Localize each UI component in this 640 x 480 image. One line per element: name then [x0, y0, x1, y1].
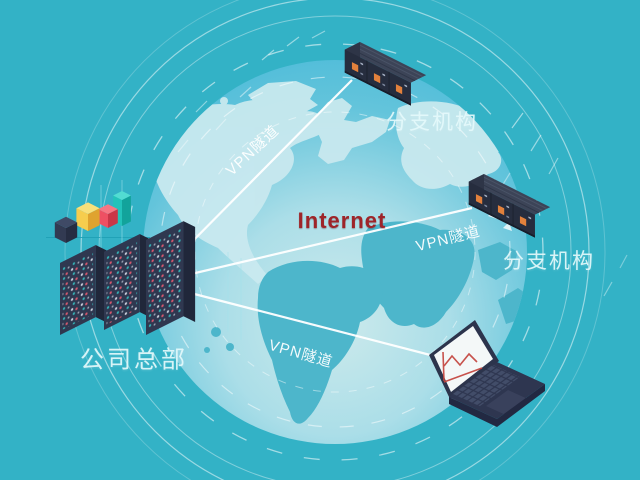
laptop-icon: [429, 320, 545, 427]
server-towers-icon: [60, 221, 196, 335]
orbit-streaks: [177, 30, 628, 297]
vpn-line-bottom: [174, 287, 439, 359]
branch-top-label: 分支机构: [386, 111, 478, 134]
branch-right-label: 分支机构: [503, 250, 595, 273]
laptop-chart: [442, 351, 483, 383]
cube-navy: [54, 216, 78, 243]
internet-label: Internet: [297, 208, 387, 233]
vpn-tunnel-lines: [171, 79, 473, 359]
cube-red: [98, 204, 118, 228]
cube-yellow: [76, 202, 100, 231]
data-cubes-icon: [54, 191, 131, 243]
vpn-line-right: [173, 206, 473, 280]
headquarters-label: 公司总部: [80, 346, 188, 374]
vpn-line-top: [171, 79, 353, 263]
